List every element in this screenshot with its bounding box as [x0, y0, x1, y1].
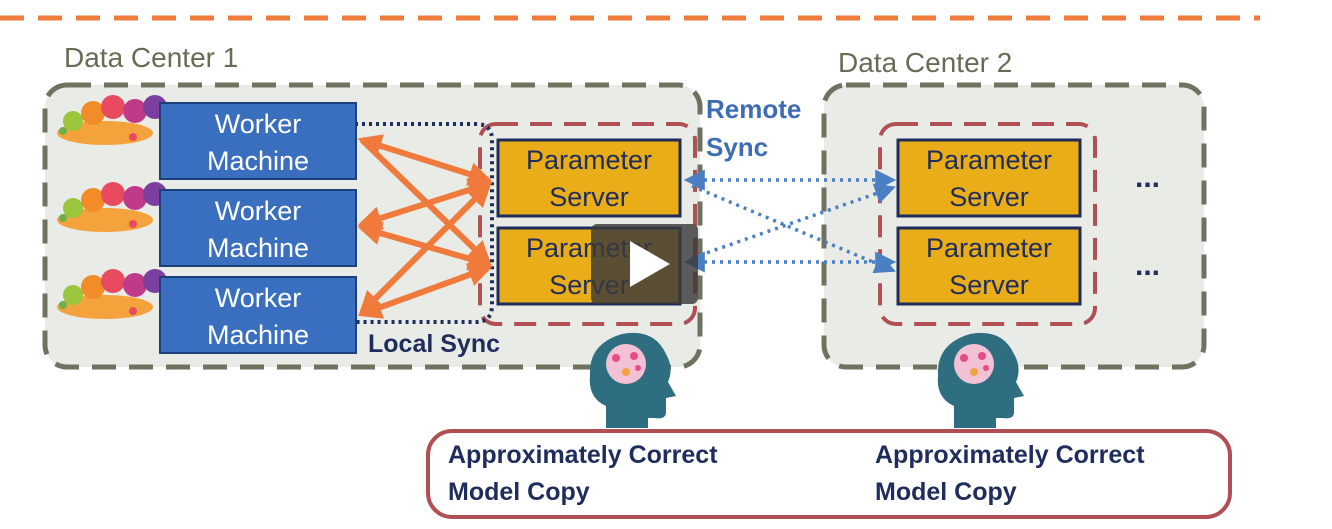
brain-head-icon [937, 332, 1024, 428]
remote-sync-label-line2: Sync [706, 132, 768, 162]
local-sync-label: Local Sync [368, 330, 500, 358]
server-label-line1: Parameter [526, 145, 652, 175]
worker-label-line1: Worker [215, 283, 302, 313]
play-button-icon[interactable] [591, 224, 698, 304]
dc2-parameter-server-2: Parameter Server [896, 226, 1082, 306]
server-label-line2: Server [549, 182, 629, 212]
worker-machine-1: Worker Machine [159, 102, 357, 180]
model-copy-1-line2: Model Copy [448, 478, 590, 506]
worker-label-line1: Worker [215, 109, 302, 139]
worker-label-line2: Machine [207, 146, 309, 176]
cloud-app-cluster-icon [57, 182, 184, 232]
dc2-parameter-server-1: Parameter Server [896, 138, 1082, 218]
remote-sync-arrows [683, 169, 897, 274]
remote-sync-label-line1: Remote [706, 94, 801, 124]
model-copy-container [426, 429, 1232, 519]
data-center-1-title: Data Center 1 [64, 42, 238, 73]
brain-head-icon [589, 332, 676, 428]
server-label-line2: Server [949, 270, 1029, 300]
dc2-server-group [878, 122, 1097, 326]
cloud-app-cluster-icon [57, 95, 184, 145]
local-sync-arrows [357, 134, 493, 319]
model-copy-1-line1: Approximately Correct [448, 441, 718, 469]
model-copy-2-line2: Model Copy [875, 478, 1017, 506]
data-center-2-title: Data Center 2 [838, 47, 1012, 78]
worker-label-line2: Machine [207, 320, 309, 350]
server-label-line1: Parameter [926, 145, 1052, 175]
server-label-line2: Server [949, 182, 1029, 212]
dc2-ellipsis-1: ... [1135, 161, 1160, 194]
server-label-line1: Parameter [926, 233, 1052, 263]
local-sync-bracket [355, 122, 494, 324]
worker-machine-2: Worker Machine [159, 189, 357, 267]
worker-machine-3: Worker Machine [159, 276, 357, 354]
model-copy-2-line1: Approximately Correct [875, 441, 1145, 469]
dc1-parameter-server-1: Parameter Server [496, 138, 682, 218]
worker-label-line1: Worker [215, 196, 302, 226]
dc2-ellipsis-2: ... [1135, 249, 1160, 282]
worker-label-line2: Machine [207, 233, 309, 263]
